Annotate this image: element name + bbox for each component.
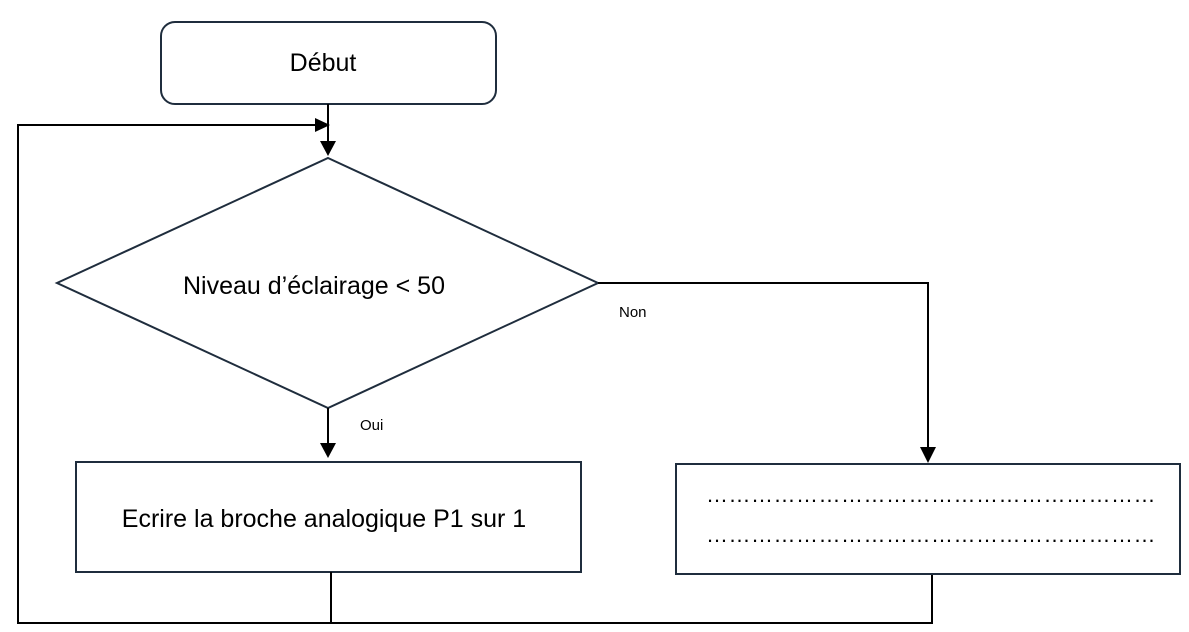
loop-back-arrowhead (315, 118, 330, 132)
start-node-label: Début (290, 49, 357, 77)
action-yes-node: Ecrire la broche analogique P1 sur 1 (75, 461, 582, 573)
action-yes-shape (75, 461, 582, 573)
loop-back-connector (17, 124, 933, 624)
decision-node-label: Niveau d’éclairage < 50 (183, 272, 445, 300)
action-no-blank-line-1: …………………………………………………… (706, 482, 1156, 507)
yes-branch-label: Oui (360, 417, 383, 434)
action-no-blank-line-2: …………………………………………………… (706, 522, 1156, 547)
action-yes-label: Ecrire la broche analogique P1 sur 1 (122, 505, 526, 533)
start-node: Début (160, 21, 497, 105)
arrowhead-yes (320, 443, 336, 458)
decision-node: Niveau d’éclairage < 50 (54, 156, 601, 410)
action-no-shape (675, 463, 1181, 575)
action-no-node: …………………………………………………… …………………………………………………… (675, 463, 1181, 575)
connector-no (598, 282, 929, 450)
arrowhead-start-to-decision (320, 141, 336, 156)
no-branch-label: Non (619, 304, 647, 321)
arrowhead-no (920, 447, 936, 463)
